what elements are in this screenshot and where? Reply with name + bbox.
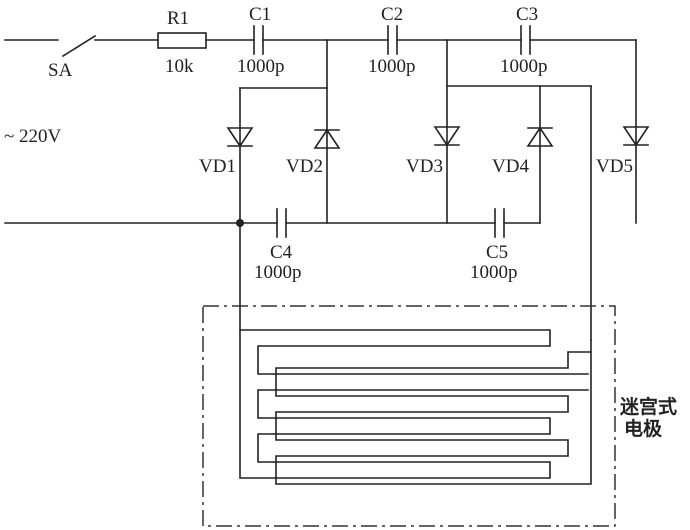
bottom-rail	[4, 208, 541, 238]
vd2-label: VD2	[286, 156, 323, 177]
diode-vd5	[622, 126, 650, 147]
vd3-label: VD3	[406, 156, 443, 177]
branches	[239, 39, 637, 341]
c5-value: 1000p	[470, 262, 518, 283]
switch-label: SA	[48, 60, 73, 81]
vd4-label: VD4	[492, 156, 529, 177]
maze-electrode-b	[275, 339, 592, 485]
c5-name: C5	[486, 242, 508, 263]
c3-name: C3	[516, 4, 538, 25]
diode-vd3	[433, 126, 461, 147]
c4-value: 1000p	[254, 262, 302, 283]
c2-value: 1000p	[368, 56, 416, 77]
diode-vd2	[313, 128, 341, 149]
maze-electrode-a	[239, 329, 589, 479]
electrode-label-line2: 电极	[624, 417, 663, 440]
c2-name: C2	[381, 4, 403, 25]
electrode-label-line1: 迷宫式	[619, 395, 677, 418]
c1-value: 1000p	[237, 56, 285, 77]
vd1-label: VD1	[199, 156, 236, 177]
r1-value: 10k	[165, 56, 194, 77]
electrode-boundary	[202, 305, 616, 527]
c4-name: C4	[270, 242, 293, 263]
resistor-r1-body	[157, 32, 207, 49]
top-rail	[4, 25, 637, 58]
c1-name: C1	[249, 4, 271, 25]
c3-value: 1000p	[500, 56, 548, 77]
source-label: ~ 220V	[4, 126, 62, 147]
diode-vd1	[226, 127, 254, 148]
vd5-label: VD5	[596, 156, 633, 177]
switch-blade	[61, 34, 97, 58]
diode-vd4	[526, 126, 554, 147]
r1-name: R1	[167, 8, 189, 29]
